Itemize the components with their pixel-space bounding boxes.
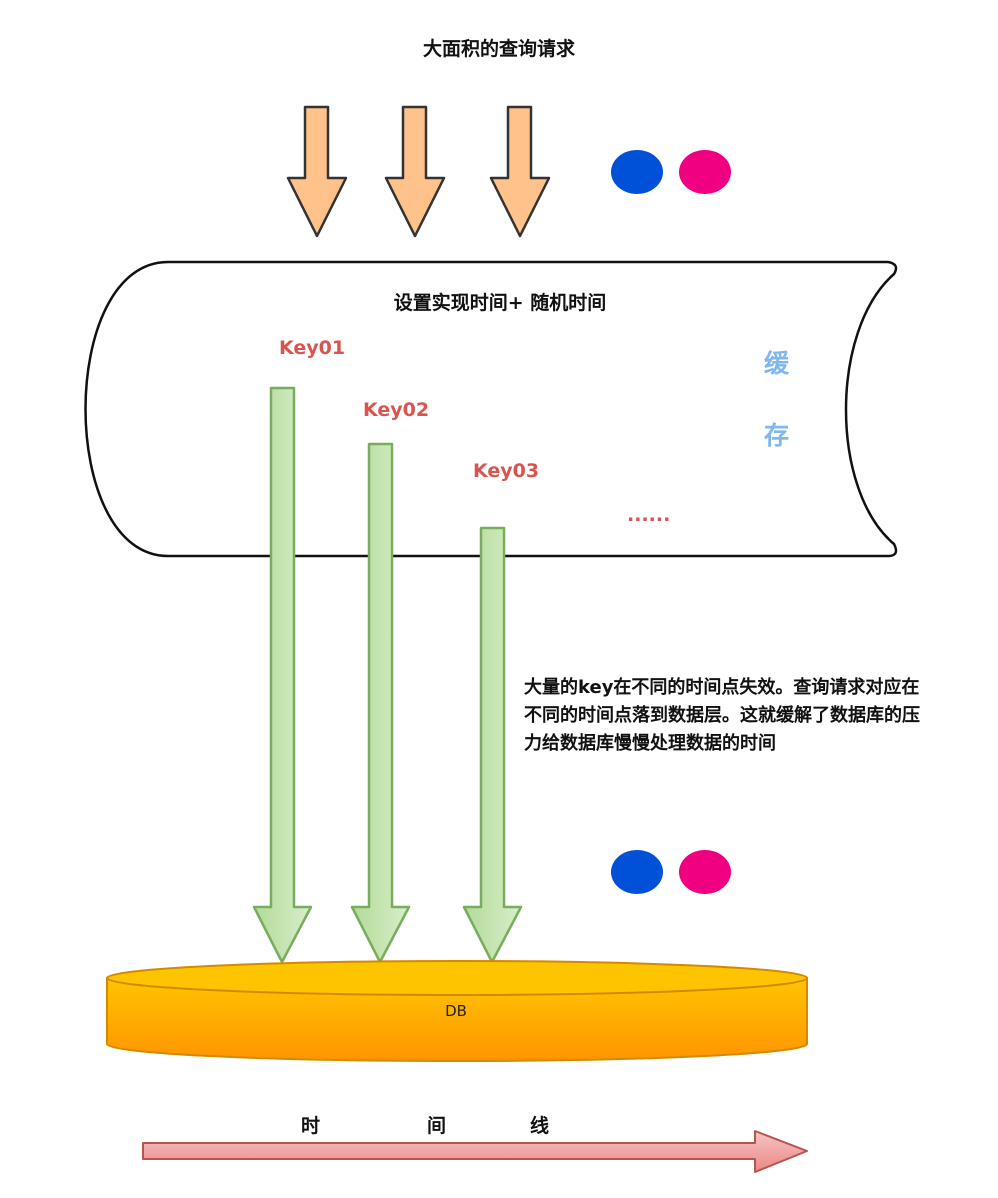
request-arrows	[286, 105, 551, 238]
timeline-label-char-1: 时	[301, 1115, 321, 1137]
key01-arrow	[252, 386, 313, 964]
cache-title: 设置实现时间+ 随机时间	[393, 292, 607, 314]
blue-dot-bottom	[611, 850, 663, 894]
description-text: 大量的key在不同的时间点失效。查询请求对应在不同的时间点落到数据层。这就缓解了…	[524, 677, 920, 754]
more-keys-ellipsis: ......	[627, 504, 671, 526]
cache-label-char-1: 缓	[764, 349, 790, 378]
cache-label-char-2: 存	[764, 421, 790, 450]
key01-label: Key01	[279, 337, 346, 359]
timeline-label-char-2: 间	[427, 1115, 447, 1137]
database-cylinder	[106, 960, 808, 1062]
key02-label: Key02	[363, 399, 430, 421]
blue-dot-top	[611, 150, 663, 194]
request-arrow-3	[489, 105, 551, 238]
diagram-title: 大面积的查询请求	[422, 38, 575, 60]
timeline-label-char-3: 线	[530, 1115, 550, 1137]
timeline-arrow	[142, 1130, 808, 1173]
request-arrow-1	[286, 105, 348, 238]
db-label: DB	[445, 1002, 467, 1020]
key-expiry-arrows	[252, 386, 523, 964]
key02-arrow	[350, 442, 411, 964]
key03-label: Key03	[473, 460, 540, 482]
key03-arrow	[462, 526, 523, 964]
pink-dot-bottom	[679, 850, 731, 894]
request-arrow-2	[384, 105, 446, 238]
pink-dot-top	[679, 150, 731, 194]
